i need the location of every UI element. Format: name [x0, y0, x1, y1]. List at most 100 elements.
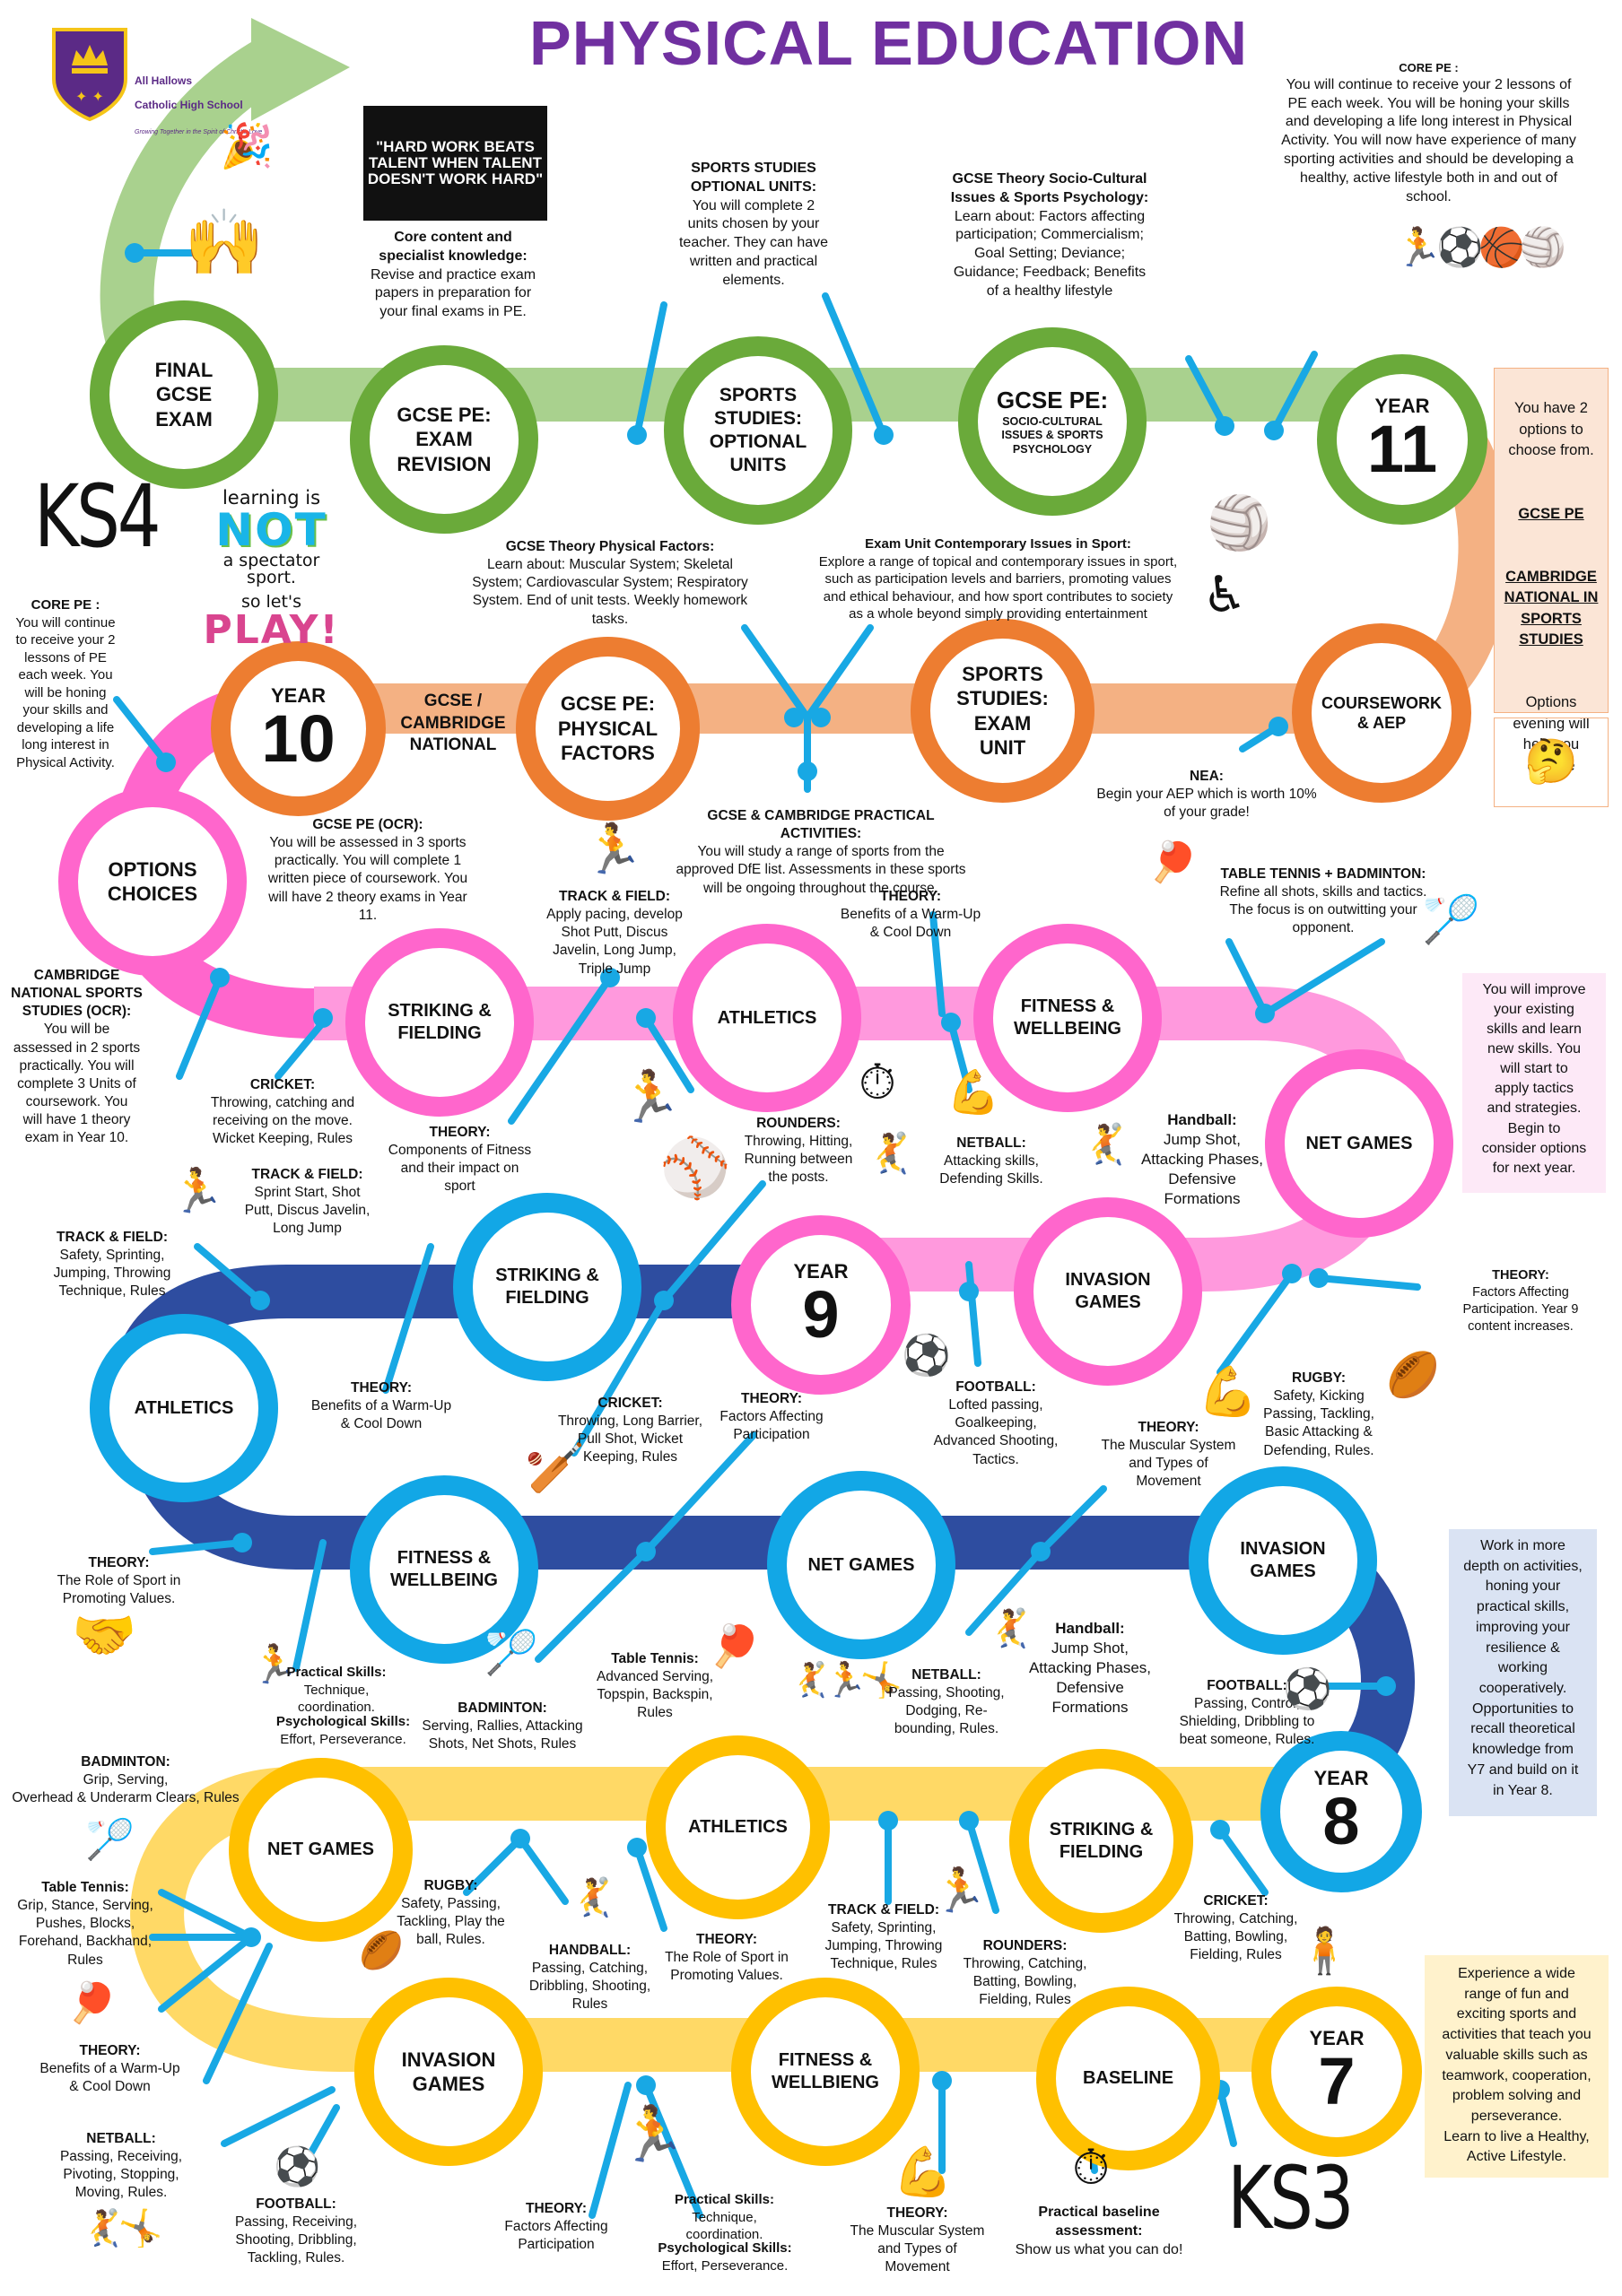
slogan-line3: a spectator	[222, 551, 320, 570]
node-y8-athletics: ATHLETICS	[90, 1314, 278, 1502]
netball-y8-text: NETBALL:Passing, Shooting, Dodging, Re- …	[888, 1667, 1005, 1737]
socio-cultural-text: GCSE Theory Socio-Cultural Issues & Spor…	[950, 171, 1149, 299]
node-optional-units: SPORTS STUDIES: OPTIONAL UNITS	[664, 336, 852, 525]
practical-skills-y8-text: Practical Skills:Technique, coordination…	[286, 1665, 387, 1715]
ks4-label: KS4	[34, 466, 161, 567]
physical-factors-text: GCSE Theory Physical Factors:Learn about…	[472, 539, 748, 627]
handball-y9-text: Handball:Jump Shot, Attacking Phases, De…	[1140, 1111, 1264, 1208]
theory-y7a-text: THEORY:The Role of Sport in Promoting Va…	[665, 1932, 789, 1984]
bodybuilder-icon: 💪	[946, 1069, 1000, 1117]
theory-y8b-text: THEORY:Factors Affecting Participation	[719, 1391, 824, 1443]
crown-shield-icon: ✦ ✦	[52, 28, 127, 122]
table-tennis-bat-icon: 🏓	[1148, 840, 1198, 884]
slogan-line4: sport.	[247, 568, 296, 587]
rugby-y8-text: RUGBY:Safety, Kicking Passing, Tackling,…	[1263, 1370, 1374, 1458]
football-icon: ⚽	[1283, 1667, 1332, 1711]
sports-studies-optional-text: SPORTS STUDIES OPTIONAL UNITS:You will c…	[678, 161, 829, 288]
cricket-y9-text: CRICKET:Throwing, catching and receiving…	[210, 1077, 355, 1147]
quote-line1: "HARD WORK BEATS	[376, 138, 535, 156]
practical-skills-y7-text: Practical Skills:Technique, coordination…	[675, 2192, 774, 2242]
year9-info-box: You will improve your existing skills an…	[1462, 973, 1606, 1193]
slogan-line6: PLAY!	[203, 607, 340, 653]
node-y8-invasion: INVASION GAMES	[1189, 1466, 1377, 1655]
badminton-player-icon: 🏸	[85, 1818, 135, 1862]
node-y7-fitness: FITNESS & WELLBIENG	[731, 1978, 920, 2166]
wheelchair-icon: ♿	[1202, 566, 1248, 622]
badminton-player-icon: 🏸	[484, 1630, 538, 1677]
node-year-7: YEAR 7	[1251, 1987, 1422, 2157]
node-socio-cultural: GCSE PE: SOCIO-CULTURAL ISSUES & SPORTS …	[958, 327, 1147, 516]
theory-y7d-text: THEORY:The Muscular System and Types of …	[850, 2205, 985, 2275]
node-exam-revision: GCSE PE: EXAM REVISION	[350, 345, 538, 534]
node-y9-net-games: NET GAMES	[1265, 1049, 1453, 1238]
psychological-skills-y8-text: Psychological Skills:Effort, Perseveranc…	[275, 1714, 411, 1747]
runner-icon: 🏃	[619, 1068, 682, 1125]
badminton-player-icon: 🏸	[1422, 894, 1480, 946]
table-tennis-y8-text: Table Tennis:Advanced Serving, Topspin, …	[596, 1651, 714, 1721]
runner-icon: 🏃	[170, 1168, 224, 1215]
node-physical-factors: GCSE PE: PHYSICAL FACTORS	[516, 637, 700, 821]
node-y9-athletics: ATHLETICS	[673, 924, 861, 1112]
runner-icon: 🏃	[583, 822, 644, 876]
school-name-line1: All Hallows	[135, 74, 193, 87]
netball-players-icon: 🤾🤸	[81, 2209, 163, 2248]
node-year-9: YEAR 9	[731, 1215, 911, 1395]
stopwatch-icon: ⏱	[859, 1056, 897, 1109]
handball-player-icon: 🤾	[987, 1607, 1034, 1649]
netball-players-icon: 🤾🏃🤸	[789, 1662, 903, 1700]
bodybuilder-icon: 💪	[893, 2145, 954, 2199]
year8-info-box: Work in more depth on activities, honing…	[1449, 1529, 1597, 1816]
netball-y7-text: NETBALL:Passing, Receiving, Pivoting, St…	[59, 2131, 183, 2201]
netball-y9-text: NETBALL:Attacking skills, Defending Skil…	[939, 1135, 1043, 1187]
node-y7-invasion: INVASION GAMES	[354, 1978, 543, 2166]
runner-icon: 🏃	[619, 2104, 686, 2164]
handball-player-icon: 🤾	[570, 1876, 617, 1918]
slogan-line2: NOT	[215, 504, 327, 556]
netball-player-icon: 🤾	[866, 1132, 915, 1176]
year11-options-box: You have 2 options to choose from. GCSE …	[1494, 368, 1609, 774]
theory-y7b-text: THEORY:Benefits of a Warm-Up & Cool Down	[39, 2043, 180, 2095]
handshake-icon: 🤝	[72, 1606, 137, 1665]
bodybuilder-icon: 💪	[1198, 1365, 1259, 1419]
football-icon: ⚽	[902, 1334, 951, 1378]
node-options-choices: OPTIONS CHOICES	[58, 787, 247, 976]
handball-y8-text: Handball:Jump Shot, Attacking Phases, De…	[1028, 1620, 1152, 1717]
track-field-y9b-text: TRACK & FIELD:Sprint Start, Shot Putt, D…	[244, 1167, 371, 1237]
runner-icon: 🏃	[933, 1867, 987, 1915]
theory-y8d-text: THEORY:The Role of Sport in Promoting Va…	[57, 1555, 181, 1607]
baseball-batter-icon: ⚾	[659, 1135, 731, 1200]
badminton-y7-text: BADMINTON:Grip, Serving, Overhead & Unde…	[12, 1754, 240, 1806]
theory-y9c-text: THEORY:Factors Affecting Participation. …	[1462, 1268, 1579, 1334]
runner-icon: 🏃	[251, 1643, 299, 1685]
stopwatch-icon: ⏱	[1072, 2141, 1111, 2195]
school-name-line2: Catholic High School	[135, 99, 243, 112]
football-y7-text: FOOTBALL:Passing, Receiving, Shooting, D…	[234, 2196, 358, 2266]
node-year-11: YEAR 11	[1317, 354, 1487, 525]
cricket-player-icon: 🏏	[525, 1441, 586, 1495]
ks3-label: KS3	[1227, 2148, 1355, 2248]
page-title: PHYSICAL EDUCATION	[529, 8, 1249, 78]
badminton-y8-text: BADMINTON:Serving, Rallies, Attacking Sh…	[422, 1700, 583, 1752]
theory-y7c-text: THEORY:Factors Affecting Participation	[504, 2201, 608, 2253]
party-popper-icon: 🎉	[220, 123, 274, 170]
track-field-y9c-text: TRACK & FIELD:Safety, Sprinting, Jumping…	[53, 1230, 171, 1300]
thinking-head-icon: 🤔	[1524, 738, 1578, 786]
core-pe-y11-text: CORE PE :You will continue to receive yo…	[1281, 61, 1576, 204]
node-y8-net-games: NET GAMES	[767, 1471, 955, 1659]
rugby-player-icon: 🏉	[359, 1931, 404, 1970]
node-exam-unit: SPORTS STUDIES: EXAM UNIT	[911, 619, 1094, 803]
node-year-8: YEAR 8	[1260, 1731, 1422, 1892]
rugby-player-icon: 🏉	[1386, 1352, 1440, 1399]
theory-y9b-text: THEORY:Components of Fitness and their i…	[388, 1125, 532, 1195]
svg-text:✦ ✦: ✦ ✦	[75, 88, 104, 105]
rounders-y7-text: ROUNDERS:Throwing, Catching, Batting, Bo…	[963, 1938, 1087, 2008]
theory-y8c-text: THEORY:The Muscular System and Types of …	[1101, 1420, 1236, 1490]
thinking-box: 🤔	[1494, 718, 1609, 807]
node-year-10: YEAR 10	[211, 641, 386, 816]
track-field-y7-text: TRACK & FIELD:Safety, Sprinting, Jumping…	[824, 1902, 943, 1972]
school-motto: Growing Together in the Spirit of Christ…	[135, 128, 263, 135]
football-y8a-text: FOOTBALL:Lofted passing, Goalkeeping, Ad…	[933, 1379, 1059, 1467]
node-y7-net-games: NET GAMES	[229, 1758, 413, 1942]
track-field-y9a-text: TRACK & FIELD:Apply pacing, develop Shot…	[546, 889, 683, 977]
